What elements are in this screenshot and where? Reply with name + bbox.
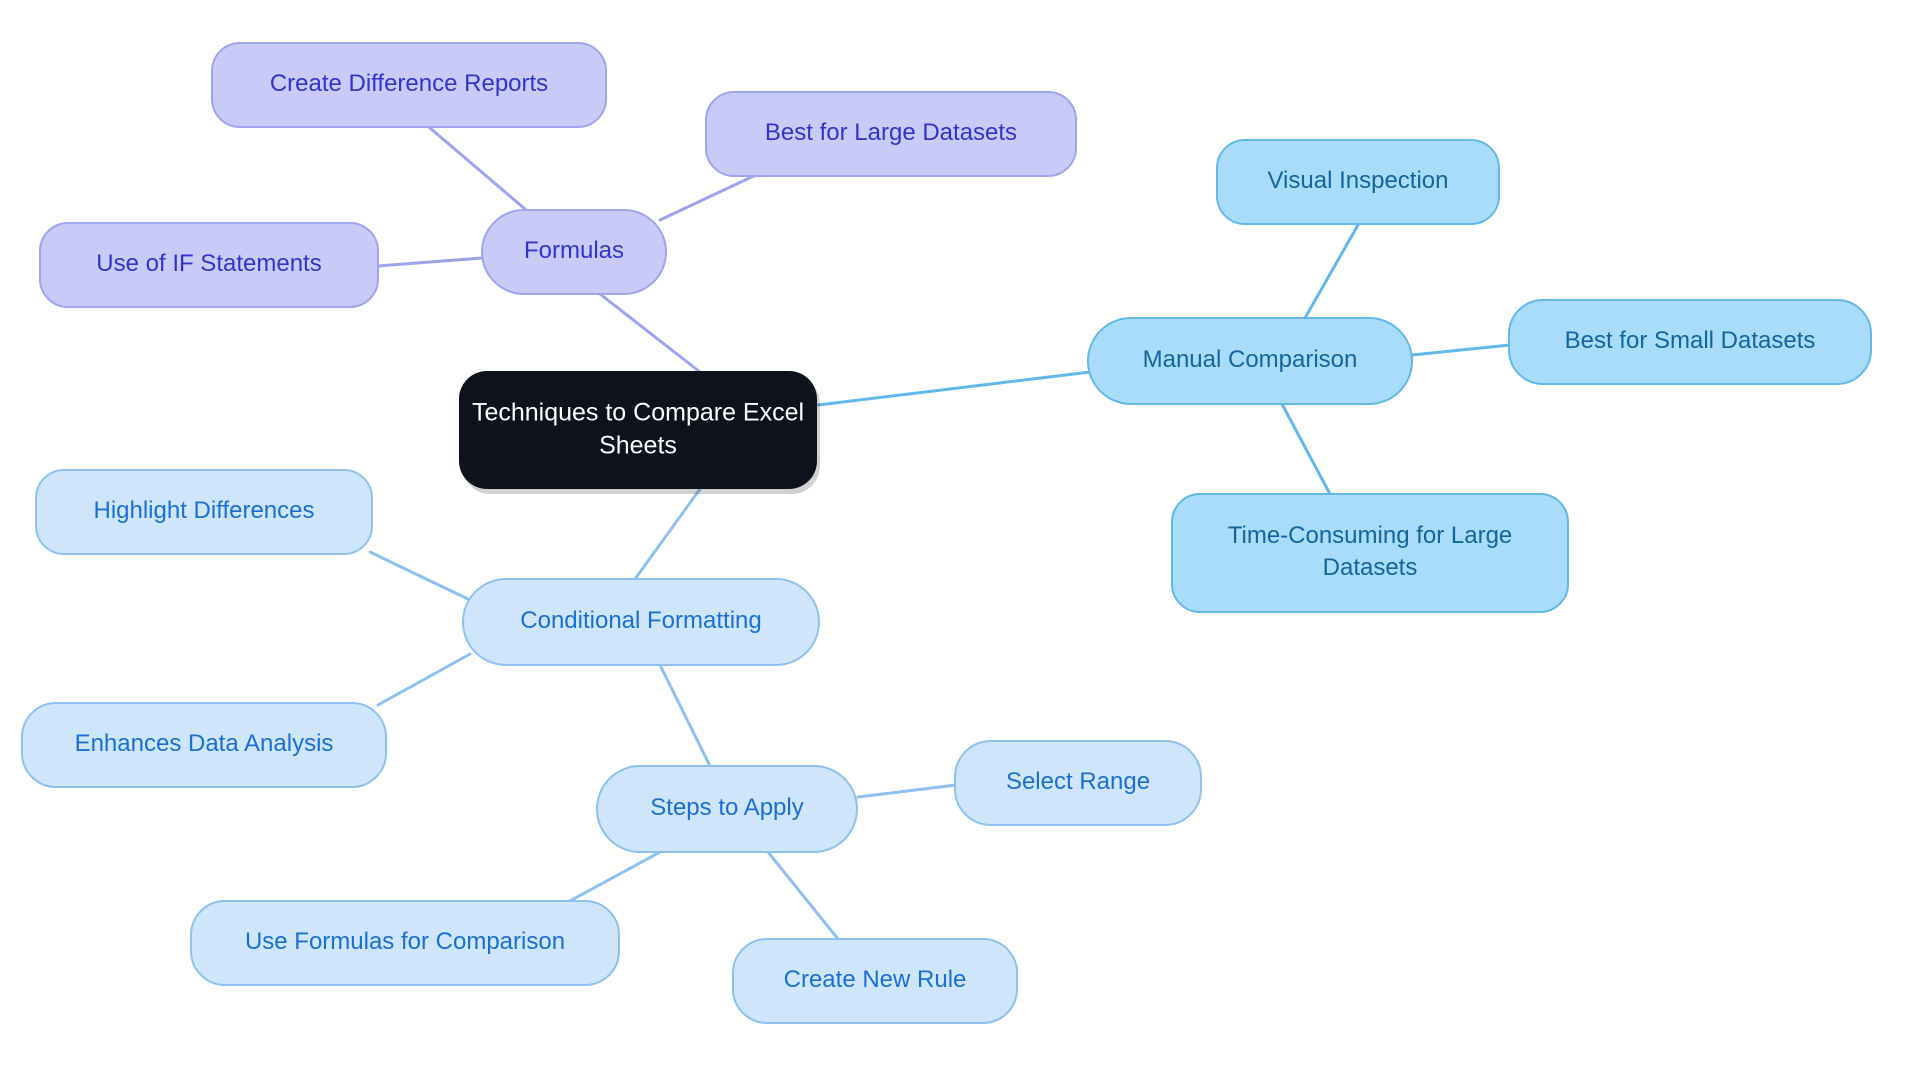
mindmap-node-visual-inspection[interactable]: Visual Inspection xyxy=(1216,139,1500,225)
node-label-line: Sheets xyxy=(599,431,677,459)
node-label-line: Formulas xyxy=(524,237,624,264)
mindmap-edge-root-manual-comparison xyxy=(816,370,1092,407)
node-label-use-formulas-for-comparison: Use Formulas for Comparison xyxy=(245,928,565,955)
node-label-line: Highlight Differences xyxy=(93,497,314,524)
node-label-line: Create Difference Reports xyxy=(270,70,548,97)
node-label-visual-inspection: Visual Inspection xyxy=(1267,167,1448,194)
mindmap-edge-steps-to-apply-use-formulas xyxy=(566,850,662,904)
node-box-select-range[interactable] xyxy=(954,740,1202,826)
mindmap-node-use-formulas-for-comparison[interactable]: Use Formulas for Comparison xyxy=(190,900,620,986)
mindmap-edge-conditional-formatting-highlight-differences xyxy=(368,550,472,602)
node-label-line: Visual Inspection xyxy=(1267,167,1448,194)
node-box-use-formulas-for-comparison[interactable] xyxy=(190,900,620,986)
node-box-formulas[interactable] xyxy=(481,209,667,295)
node-box-best-for-small-datasets[interactable] xyxy=(1508,299,1872,385)
node-label-line: Best for Large Datasets xyxy=(765,119,1017,146)
mindmap-edge-manual-comparison-best-for-small-datasets xyxy=(1410,343,1512,357)
mindmap-node-best-for-large-datasets[interactable]: Best for Large Datasets xyxy=(705,91,1077,177)
node-label-highlight-differences: Highlight Differences xyxy=(93,497,314,524)
node-label-manual-comparison: Manual Comparison xyxy=(1143,346,1358,373)
node-box-use-of-if-statements[interactable] xyxy=(39,222,379,308)
mindmap-node-best-for-small-datasets[interactable]: Best for Small Datasets xyxy=(1508,299,1872,385)
node-box-enhances-data-analysis[interactable] xyxy=(21,702,387,788)
node-box-create-new-rule[interactable] xyxy=(732,938,1018,1024)
mindmap-node-select-range[interactable]: Select Range xyxy=(954,740,1202,826)
node-box-create-difference-reports[interactable] xyxy=(211,42,607,128)
mindmap-node-steps-to-apply[interactable]: Steps to Apply xyxy=(596,765,858,853)
node-label-line: Best for Small Datasets xyxy=(1565,327,1816,354)
mindmap-edge-root-formulas xyxy=(598,292,702,374)
mindmap-node-conditional-formatting[interactable]: Conditional Formatting xyxy=(462,578,820,666)
node-box-best-for-large-datasets[interactable] xyxy=(705,91,1077,177)
mindmap-node-highlight-differences[interactable]: Highlight Differences xyxy=(35,469,373,555)
node-label-line: Create New Rule xyxy=(784,966,967,993)
node-box-root[interactable] xyxy=(459,371,817,489)
node-label-best-for-small-datasets: Best for Small Datasets xyxy=(1565,327,1816,354)
node-label-line: Use Formulas for Comparison xyxy=(245,928,565,955)
mindmap-node-create-new-rule[interactable]: Create New Rule xyxy=(732,938,1018,1024)
node-label-line: Datasets xyxy=(1323,554,1418,581)
node-label-create-new-rule: Create New Rule xyxy=(784,966,967,993)
node-label-enhances-data-analysis: Enhances Data Analysis xyxy=(75,730,334,757)
node-label-line: Use of IF Statements xyxy=(96,250,321,277)
node-box-manual-comparison[interactable] xyxy=(1087,317,1413,405)
mindmap-edge-formulas-use-of-if-statements xyxy=(376,256,484,268)
node-label-line: Select Range xyxy=(1006,768,1150,795)
node-box-time-consuming-for-large-datasets[interactable] xyxy=(1171,493,1569,613)
mindmap-edge-manual-comparison-time-consuming xyxy=(1280,402,1332,496)
mindmap-edge-conditional-formatting-enhances-data-analysis xyxy=(376,652,472,707)
node-label-line: Conditional Formatting xyxy=(520,607,761,634)
mindmap-node-use-of-if-statements[interactable]: Use of IF Statements xyxy=(39,222,379,308)
mindmap-edge-steps-to-apply-create-new-rule xyxy=(766,850,840,941)
mindmap-edge-conditional-formatting-steps-to-apply xyxy=(658,663,712,768)
mindmap-node-create-difference-reports[interactable]: Create Difference Reports xyxy=(211,42,607,128)
node-label-best-for-large-datasets: Best for Large Datasets xyxy=(765,119,1017,146)
mindmap-node-enhances-data-analysis[interactable]: Enhances Data Analysis xyxy=(21,702,387,788)
mindmap-node-manual-comparison[interactable]: Manual Comparison xyxy=(1087,317,1413,405)
mindmap-edge-root-conditional-formatting xyxy=(633,487,702,581)
node-label-use-of-if-statements: Use of IF Statements xyxy=(96,250,321,277)
node-box-conditional-formatting[interactable] xyxy=(462,578,820,666)
node-label-line: Enhances Data Analysis xyxy=(75,730,334,757)
mindmap-edge-manual-comparison-visual-inspection xyxy=(1303,223,1360,320)
mindmap-edge-formulas-best-for-large-datasets xyxy=(658,171,762,222)
node-box-visual-inspection[interactable] xyxy=(1216,139,1500,225)
mindmap-node-formulas[interactable]: Formulas xyxy=(481,209,667,295)
node-box-steps-to-apply[interactable] xyxy=(596,765,858,853)
node-label-create-difference-reports: Create Difference Reports xyxy=(270,70,548,97)
node-label-line: Techniques to Compare Excel xyxy=(472,398,804,426)
node-label-line: Steps to Apply xyxy=(650,794,803,821)
node-label-conditional-formatting: Conditional Formatting xyxy=(520,607,761,634)
mindmap-edge-steps-to-apply-select-range xyxy=(856,783,958,799)
node-label-steps-to-apply: Steps to Apply xyxy=(650,794,803,821)
node-label-formulas: Formulas xyxy=(524,237,624,264)
edges-layer xyxy=(368,126,1512,941)
mindmap-edge-formulas-create-difference-reports xyxy=(428,126,534,217)
node-label-line: Manual Comparison xyxy=(1143,346,1358,373)
node-label-select-range: Select Range xyxy=(1006,768,1150,795)
node-box-highlight-differences[interactable] xyxy=(35,469,373,555)
node-label-line: Time-Consuming for Large xyxy=(1228,523,1513,550)
